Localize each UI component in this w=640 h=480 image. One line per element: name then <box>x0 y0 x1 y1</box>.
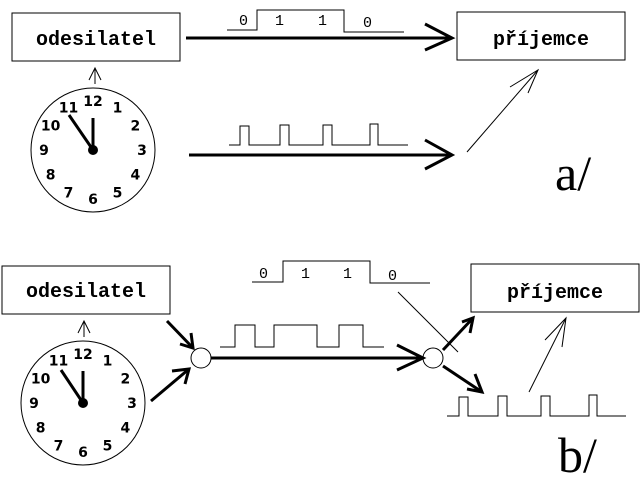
clock-center <box>88 145 98 155</box>
sender-to-mixer-arrow <box>165 319 195 350</box>
splitter-to-clock-arrow <box>442 364 483 394</box>
clock-arrowhead <box>424 138 456 171</box>
clock-numeral: 12 <box>83 94 102 110</box>
sync-arrow <box>528 317 567 393</box>
sync-arrowhead <box>509 68 540 94</box>
clock-numeral: 3 <box>127 396 137 412</box>
receiver-box <box>456 11 626 61</box>
data-arrowhead <box>424 22 456 52</box>
data-bit-1: 1 <box>301 266 310 283</box>
clock-numeral: 10 <box>31 372 51 388</box>
clock-numeral: 1 <box>103 354 113 370</box>
sync-arrowhead <box>544 316 567 348</box>
clock-numeral: 1 <box>113 101 123 117</box>
data-bit-1: 1 <box>275 13 284 30</box>
clock-hour-hand <box>59 369 85 404</box>
clock-numeral: 7 <box>64 185 74 201</box>
receiver-label: příjemce <box>507 282 603 305</box>
data-bit-2: 1 <box>318 13 327 30</box>
sender-box <box>1 265 171 315</box>
clock-hour-hand <box>67 114 95 151</box>
recovered-clock-waveform <box>447 394 626 417</box>
clock-numeral: 7 <box>54 438 64 454</box>
clock-numeral: 4 <box>131 168 141 184</box>
splitter-to-receiver-arrow <box>441 316 475 352</box>
mixer-node <box>190 347 212 369</box>
clock-numeral: 11 <box>59 101 78 117</box>
clock-numeral: 6 <box>88 192 98 208</box>
data-pointer-line <box>397 291 459 353</box>
clock-numeral: 5 <box>113 185 123 201</box>
sync-arrow <box>466 69 539 153</box>
data-bit-3: 0 <box>363 15 372 32</box>
data-signal-waveform <box>252 260 430 284</box>
data-bit-2: 1 <box>343 266 352 283</box>
panel-label-a: a/ <box>555 145 591 201</box>
channel-arrowhead <box>396 343 427 372</box>
clock-numeral: 3 <box>137 143 147 159</box>
clock-numeral: 8 <box>46 168 56 184</box>
clock-signal-waveform <box>229 123 408 146</box>
panel-b: odesilatel příjemce 0 1 1 0 <box>1 260 640 480</box>
clock-to-mixer-arrow <box>150 367 190 403</box>
clock-numeral: 9 <box>29 396 39 412</box>
clock-numeral: 12 <box>73 347 92 363</box>
clock-center <box>78 398 88 408</box>
clock-numeral: 5 <box>103 438 113 454</box>
clock-numeral: 6 <box>78 445 88 461</box>
sender-box <box>11 12 181 62</box>
data-bit-0: 0 <box>259 266 268 283</box>
sender-label: odesilatel <box>26 281 146 304</box>
clock-numeral: 9 <box>39 143 49 159</box>
data-bit-0: 0 <box>239 13 248 30</box>
clock-numeral: 2 <box>131 119 141 135</box>
clock-numeral: 2 <box>121 372 131 388</box>
clock-numeral: 8 <box>36 421 46 437</box>
data-signal-waveform <box>227 9 404 33</box>
receiver-box <box>470 263 640 313</box>
receiver-label: příjemce <box>493 29 589 52</box>
clock-numeral: 4 <box>121 421 131 437</box>
sender-label: odesilatel <box>36 29 156 52</box>
panel-label-b: b/ <box>558 427 597 480</box>
clock-numeral: 11 <box>49 354 68 370</box>
data-bit-3: 0 <box>388 268 397 285</box>
clock-numeral: 10 <box>41 119 61 135</box>
combined-signal-waveform <box>220 324 384 348</box>
